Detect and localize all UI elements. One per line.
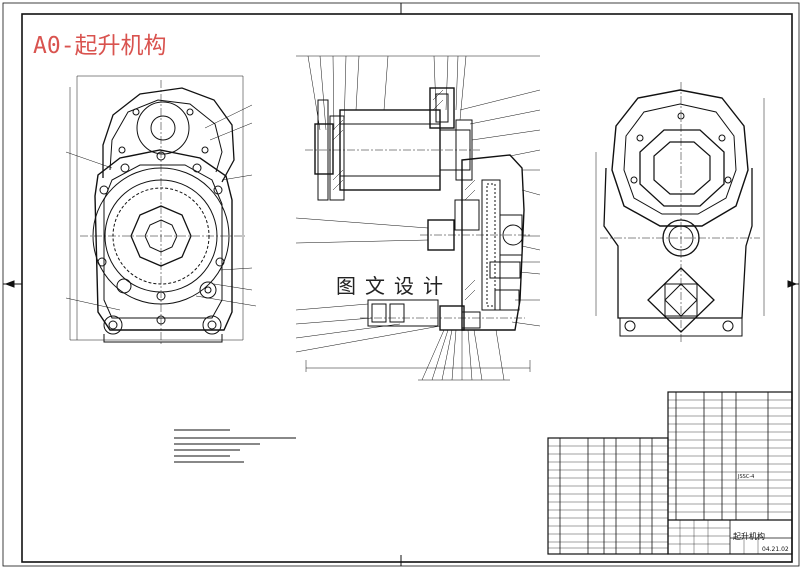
title-block — [667, 391, 793, 555]
watermark-text: 图文设计 — [334, 270, 454, 299]
right-side-view — [595, 82, 765, 342]
center-section-view — [295, 55, 541, 381]
drawing-title: A0-起升机构 — [33, 33, 167, 59]
inner-frame — [21, 13, 793, 563]
title-block-date: 04.21.02 — [762, 546, 789, 553]
left-front-view — [65, 75, 257, 345]
technical-notes — [174, 429, 296, 463]
title-block-code: JSSC-4 — [738, 474, 755, 480]
title-block-drawing-name: 起升机构 — [733, 532, 765, 541]
parts-list — [547, 437, 669, 555]
centering-marks — [3, 3, 799, 566]
